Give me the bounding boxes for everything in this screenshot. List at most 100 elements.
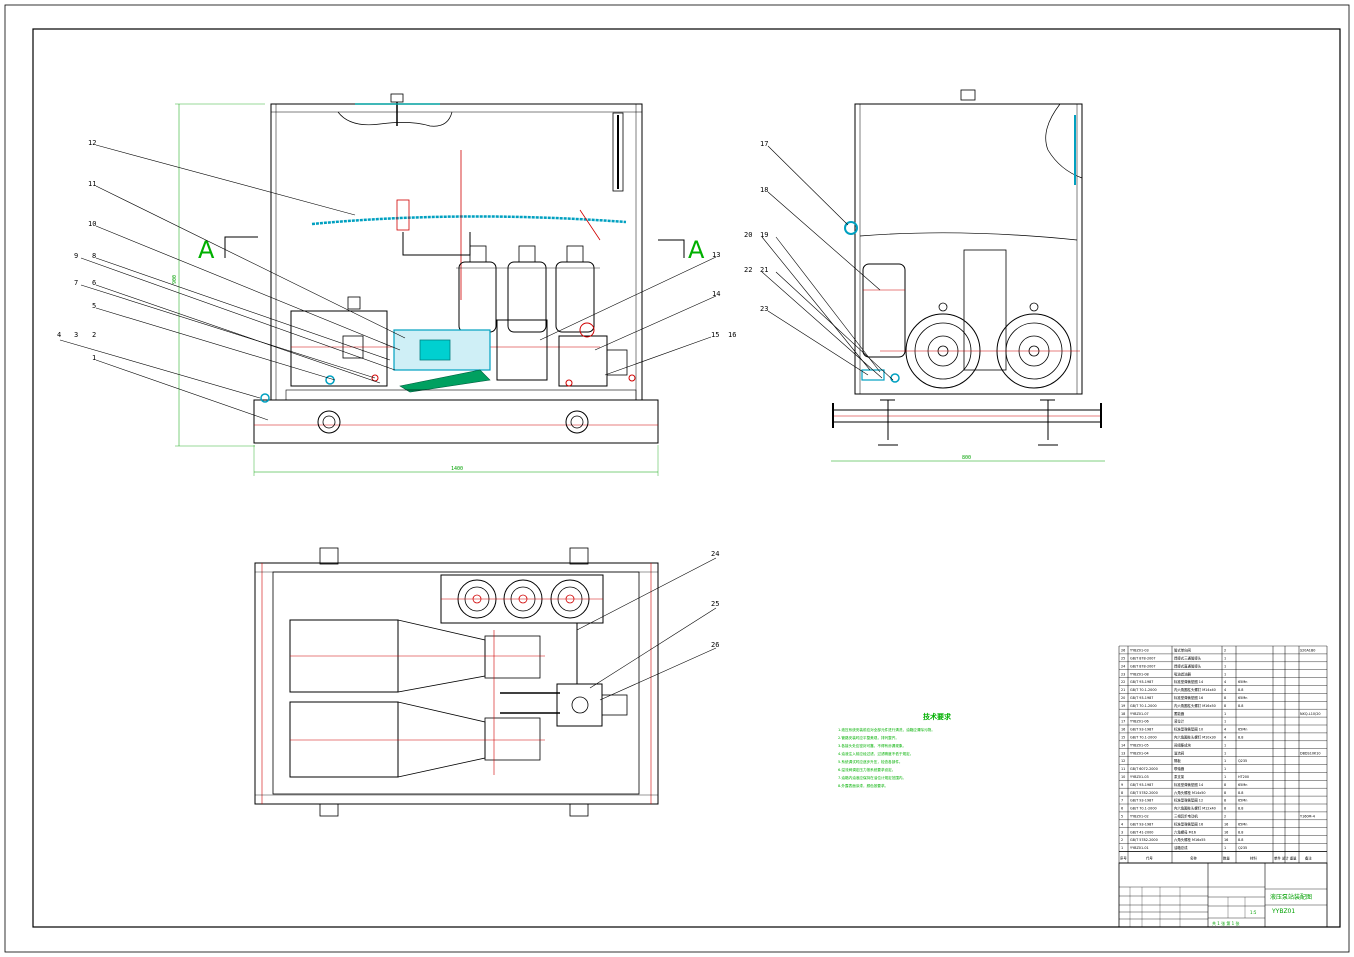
accumulator-group: [456, 245, 600, 333]
drawing-border-outer: [4, 4, 1350, 953]
bom-row-code: GB/T 93-1987: [1130, 822, 1153, 826]
bom-row-material: 8.8: [1238, 838, 1243, 842]
bom-row-no: 22: [1121, 680, 1125, 684]
bom-row-qty: 4: [1224, 688, 1226, 692]
callout-8: 8: [92, 252, 96, 260]
callout-16: 16: [728, 331, 736, 339]
bom-row-code: YYBZ01-07: [1130, 712, 1149, 716]
bom-row-no: 26: [1121, 649, 1125, 653]
bom-row-no: 1: [1121, 846, 1123, 850]
callout-9: 9: [74, 252, 78, 260]
bom-row-qty: 8: [1224, 783, 1226, 787]
bom-row-name: 标准型弹簧垫圈 16: [1174, 695, 1203, 700]
bom-row-note: S20A1B0: [1300, 649, 1315, 653]
bom-row-qty: 1: [1224, 712, 1226, 716]
requirement-3: 3.各接头处应密封可靠，不得有渗漏现象。: [838, 743, 906, 748]
bom-row-qty: 1: [1224, 751, 1226, 755]
requirement-2: 2.管路安装时应平整美观，排列整齐。: [838, 735, 899, 740]
bom-header-code: 代号: [1146, 855, 1153, 860]
requirement-7: 7.油箱内油液应保持在油位计规定范围内。: [838, 775, 906, 780]
bom-row-name: 管式单向阀: [1174, 648, 1192, 653]
bom-row-code: YYBZ01-08: [1130, 672, 1149, 676]
bom-row-name: 联轴器: [1174, 766, 1185, 771]
bom-row-qty: 2: [1224, 815, 1226, 819]
bom-row-no: 10: [1121, 775, 1125, 779]
callout-7: 7: [74, 279, 78, 287]
bom-row-qty: 1: [1224, 775, 1226, 779]
bom-row-code: GB/T 878-2007: [1130, 657, 1156, 661]
bom-row-name: 焊接式三通管接头: [1174, 656, 1202, 661]
bom-row-no: 7: [1121, 799, 1123, 803]
bom-row-code: GB/T 93-1987: [1130, 680, 1153, 684]
bom-row-name: 蓄能器: [1174, 711, 1185, 716]
drawing-number: YYBZ01: [1271, 908, 1295, 915]
bom-row-qty: 1: [1224, 759, 1226, 763]
bom-row-no: 8: [1121, 791, 1123, 795]
drawing-scale: 1:5: [1250, 910, 1257, 915]
bom-row-qty: 16: [1224, 830, 1228, 834]
bom-row-no: 6: [1121, 807, 1123, 811]
bom-row-name: 标准型弹簧垫圈 12: [1174, 798, 1203, 803]
title-block: 液压泵站装配图 YYBZ01 1:5 共 1 张 第 1 张: [1118, 862, 1328, 928]
bom-row-name: 内六角圆柱头螺钉 M10x30: [1174, 735, 1216, 740]
bom-row-name: 六角螺母 M16: [1174, 829, 1196, 834]
bom-row-qty: 8: [1224, 696, 1226, 700]
bom-row-code: GB/T 70.1-2000: [1130, 688, 1157, 692]
bom-row-name: 内六角圆柱头螺钉 M14x40: [1174, 687, 1216, 692]
bom-row-note: DBDS10K10: [1300, 751, 1321, 755]
callout-18: 18: [760, 186, 768, 194]
bom-row-material: 8.8: [1238, 830, 1243, 834]
bom-row-code: GB/T 878-2007: [1130, 664, 1156, 668]
technical-requirements: 技术要求 1.液压系统安装前应对全部元件进行清洗，油箱应清除污物。 2.管路安装…: [838, 712, 952, 788]
bom-row-code: YYBZ01-05: [1130, 743, 1149, 747]
bom-row-material: 65Mn: [1238, 728, 1247, 732]
bom-row-qty: 8: [1224, 807, 1226, 811]
bom-row-material: 8.8: [1238, 807, 1243, 811]
requirement-1: 1.液压系统安装前应对全部元件进行清洗，油箱应清除污物。: [838, 727, 935, 732]
bom-row-qty: 1: [1224, 767, 1226, 771]
bom-row-code: GB/T 93-1987: [1130, 696, 1153, 700]
requirement-5: 5.系统调试时应逐步升压，检查各部件。: [838, 759, 903, 764]
bom-header-note: 备注: [1305, 855, 1312, 860]
bom-row-qty: 1: [1224, 664, 1226, 668]
bom-row-material: 8.8: [1238, 791, 1243, 795]
bom-row-material: 65Mn: [1238, 822, 1247, 826]
bom-row-name: 六角头螺栓 M14x50: [1174, 790, 1206, 795]
bom-row-no: 18: [1121, 712, 1125, 716]
bom-row-no: 9: [1121, 783, 1123, 787]
callout-22: 22: [744, 266, 752, 274]
bom-row-qty: 8: [1224, 791, 1226, 795]
bom-row-no: 14: [1121, 743, 1125, 747]
bom-row-name: 隔板: [1174, 758, 1181, 763]
callout-11: 11: [88, 180, 96, 188]
callout-23: 23: [760, 305, 768, 313]
bom-row-name: 阀组集成块: [1174, 742, 1192, 747]
requirement-8: 8.外露表面涂漆，颜色按要求。: [838, 783, 888, 788]
bom-row-no: 15: [1121, 736, 1125, 740]
side-width-dim: 800: [962, 455, 971, 461]
bom-row-name: 溢流阀: [1174, 750, 1185, 755]
callout-5: 5: [92, 302, 96, 310]
bom-row-name: 焊接式直通管接头: [1174, 663, 1202, 668]
bom-row-code: GB/T 41-2000: [1130, 830, 1153, 834]
bom-row-qty: 2: [1224, 649, 1226, 653]
bom-row-material: 8.8: [1238, 688, 1243, 692]
front-width-dim: 1400: [451, 466, 463, 472]
bom-row-material: Q235: [1238, 759, 1247, 763]
callout-10: 10: [88, 220, 96, 228]
bom-header-no: 序号: [1120, 855, 1127, 860]
callout-15: 15: [711, 331, 719, 339]
callout-14: 14: [712, 290, 720, 298]
bom-header-qty: 数量: [1223, 855, 1230, 860]
bom-row-material: 65Mn: [1238, 799, 1247, 803]
bom-row-qty: 4: [1224, 680, 1226, 684]
bom-row-code: GB/T 70.1-2000: [1130, 807, 1157, 811]
bom-header-material: 材料: [1250, 855, 1257, 860]
bom-row-code: GB/T 93-1987: [1130, 783, 1153, 787]
bom-row-no: 25: [1121, 657, 1125, 661]
bom-row-note: Y160M-4: [1300, 815, 1315, 819]
bom-row-code: YYBZ01-04: [1130, 751, 1149, 755]
bom-row-code: YYBZ01-03: [1130, 775, 1149, 779]
bom-row-no: 21: [1121, 688, 1125, 692]
section-mark-left: A: [198, 236, 215, 264]
